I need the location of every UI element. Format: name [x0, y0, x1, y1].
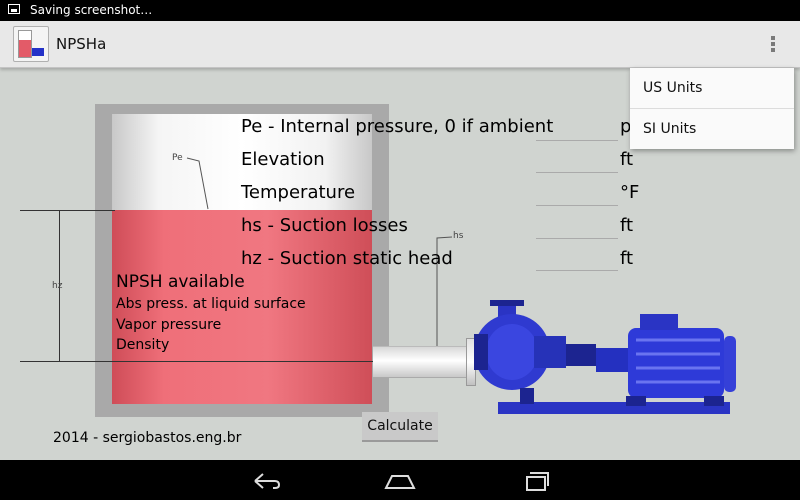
- hs-label: hs: [453, 231, 464, 241]
- pe-field-label: Pe - Internal pressure, 0 if ambient: [241, 116, 554, 137]
- tank: [95, 104, 389, 417]
- hs-field-label: hs - Suction losses: [241, 215, 408, 236]
- hs-leader: [436, 236, 453, 346]
- app-icon[interactable]: [13, 26, 49, 62]
- navigation-bar: [0, 460, 800, 500]
- status-notification-text: Saving screenshot…: [30, 3, 153, 17]
- app-title: NPSHa: [56, 35, 107, 53]
- pe-unit: p: [620, 116, 632, 137]
- hz-field-label: hz - Suction static head: [241, 248, 453, 269]
- menu-item-us-units[interactable]: US Units: [643, 80, 703, 96]
- tank-liquid: [112, 210, 372, 404]
- app-icon-liquid: [19, 40, 31, 57]
- temperature-input[interactable]: [536, 181, 618, 206]
- app-icon-pump: [32, 48, 44, 56]
- overflow-dot: [771, 36, 775, 40]
- recent-apps-icon[interactable]: [514, 468, 558, 494]
- hz-label: hz: [52, 281, 63, 291]
- abs-press-label: Abs press. at liquid surface: [116, 296, 306, 312]
- npsh-available-title: NPSH available: [116, 272, 245, 292]
- vapor-pressure-label: Vapor pressure: [116, 317, 222, 333]
- status-bar: Saving screenshot…: [0, 0, 800, 21]
- hs-unit: ft: [620, 215, 634, 236]
- pe-label: Pe: [172, 153, 183, 163]
- hz-top-line: [20, 210, 115, 211]
- elevation-field-label: Elevation: [241, 149, 325, 170]
- tank-interior: [112, 114, 372, 404]
- overflow-menu-button[interactable]: [760, 29, 786, 59]
- pe-leader: [186, 157, 209, 210]
- hz-dimension-line: [59, 211, 60, 361]
- home-icon[interactable]: [378, 468, 422, 494]
- density-label: Density: [116, 337, 170, 353]
- menu-item-si-units[interactable]: SI Units: [643, 121, 697, 137]
- hz-unit: ft: [620, 248, 634, 269]
- footer-credit: 2014 - sergiobastos.eng.br: [53, 430, 242, 446]
- overflow-dot: [771, 48, 775, 52]
- app-icon-tank: [18, 30, 32, 58]
- back-icon[interactable]: [243, 468, 287, 494]
- hs-input[interactable]: [536, 214, 618, 239]
- elevation-input[interactable]: [536, 148, 618, 173]
- pe-input[interactable]: [536, 116, 618, 141]
- overflow-dot: [771, 42, 775, 46]
- hz-input[interactable]: [536, 246, 618, 271]
- elevation-unit: ft: [620, 149, 634, 170]
- overflow-menu: US Units SI Units: [630, 68, 794, 149]
- hz-bottom-line: [20, 361, 375, 362]
- screenshot-icon: [8, 4, 20, 14]
- temperature-unit: °F: [620, 182, 640, 203]
- pump-motor-illustration: [474, 300, 736, 414]
- temperature-field-label: Temperature: [241, 182, 356, 203]
- calculate-button[interactable]: Calculate: [362, 412, 438, 442]
- action-bar: NPSHa: [0, 21, 800, 68]
- menu-divider: [630, 108, 794, 109]
- suction-pipe: [373, 346, 471, 378]
